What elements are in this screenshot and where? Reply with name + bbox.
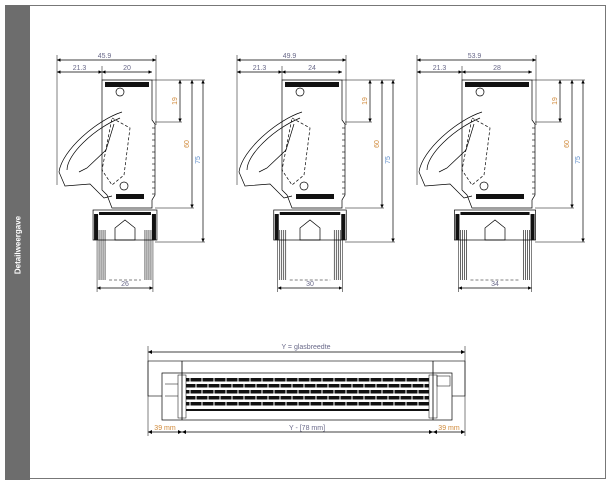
- front-view: Y = glasbreedte 39 mm Y - [78 mm] 39 mm: [147, 344, 466, 436]
- profile-section-1: 45.9 21.3 20 19 60 75 26: [56, 53, 205, 292]
- offset-label: 21.3: [433, 65, 447, 72]
- offset-label: 21.3: [73, 65, 87, 72]
- vent-slats: [186, 377, 429, 411]
- glass-width-label: 30: [306, 281, 314, 288]
- height-75-label: 75: [195, 156, 202, 164]
- height-75-label: 75: [385, 156, 392, 164]
- frame-width-label: 20: [123, 65, 131, 72]
- left-end-label: 39 mm: [154, 425, 176, 432]
- slat: [186, 390, 429, 394]
- height-19-label: 19: [172, 97, 179, 105]
- height-60-label: 60: [374, 140, 381, 148]
- profile-section-3: 53.9 21.3 28 19 60 75 34: [416, 53, 585, 292]
- height-75-label: 75: [575, 156, 582, 164]
- glass-width-label: 26: [121, 281, 129, 288]
- slat: [186, 402, 429, 406]
- profile-section-2: 49.9 21.3 24 19 60 75 30: [236, 53, 395, 292]
- height-60-label: 60: [184, 140, 191, 148]
- glass-width-label: 34: [491, 281, 499, 288]
- width-label: Y = glasbreedte: [281, 344, 330, 351]
- sidebar-tab: Detailweergave: [5, 5, 30, 480]
- slat: [186, 378, 429, 382]
- overall-width-label: 49.9: [283, 53, 297, 60]
- height-19-label: 19: [552, 97, 559, 105]
- overall-width-label: 45.9: [98, 53, 112, 60]
- right-end-label: 39 mm: [438, 425, 460, 432]
- center-label: Y - [78 mm]: [289, 425, 325, 432]
- frame-width-label: 24: [308, 65, 316, 72]
- slat: [186, 396, 429, 400]
- height-60-label: 60: [564, 140, 571, 148]
- offset-label: 21.3: [253, 65, 267, 72]
- height-19-label: 19: [362, 97, 369, 105]
- page-frame: [30, 5, 606, 479]
- frame-width-label: 28: [493, 65, 501, 72]
- overall-width-label: 53.9: [468, 53, 482, 60]
- slat: [186, 384, 429, 388]
